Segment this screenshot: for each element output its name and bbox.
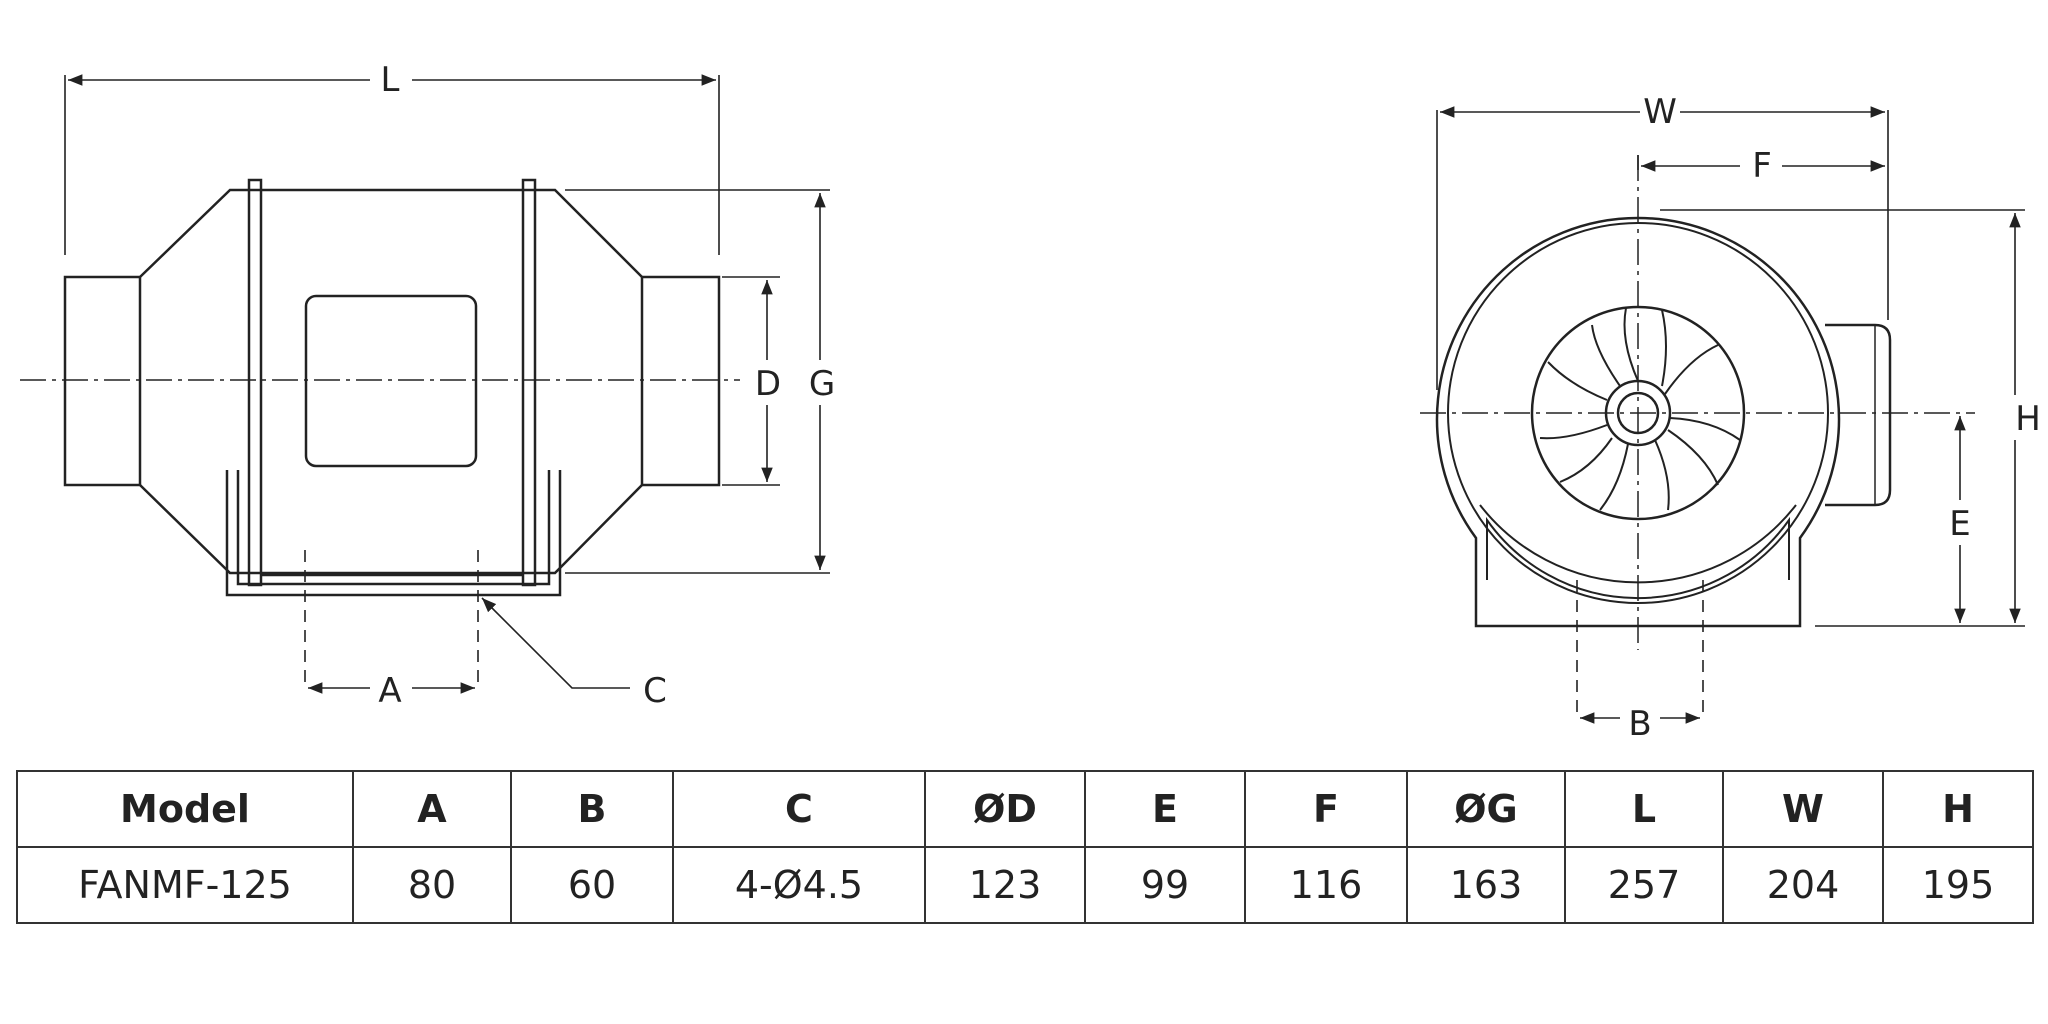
cell-l: 257 (1564, 846, 1724, 924)
technical-drawing: L D G A C (20, 60, 2041, 744)
cell-f: 116 (1244, 846, 1408, 924)
header-d: ØD (924, 770, 1086, 848)
label-L: L (381, 60, 400, 100)
impeller-outer (1530, 305, 1746, 521)
mount-base-plate (225, 470, 562, 597)
label-C: C (643, 671, 667, 711)
front-dimensions (1436, 106, 2025, 724)
hub-inner (1616, 391, 1660, 435)
cell-e: 99 (1084, 846, 1246, 924)
left-duct-collar (63, 275, 142, 487)
label-W: W (1643, 92, 1677, 132)
left-mount-bracket (247, 178, 263, 587)
header-w: W (1722, 770, 1884, 848)
header-l: L (1564, 770, 1724, 848)
header-model: Model (16, 770, 354, 848)
cell-b: 60 (510, 846, 674, 924)
cell-w: 204 (1722, 846, 1884, 924)
cell-h: 195 (1882, 846, 2034, 924)
right-mount-bracket (521, 178, 537, 587)
cell-c: 4-Ø4.5 (672, 846, 926, 924)
right-taper-top (535, 188, 643, 278)
label-G: G (809, 364, 835, 404)
front-view (1420, 155, 1975, 650)
header-e: E (1084, 770, 1246, 848)
label-B: B (1628, 704, 1651, 744)
header-b: B (510, 770, 674, 848)
cell-a: 80 (352, 846, 512, 924)
right-duct-collar (640, 275, 721, 487)
terminal-box (304, 294, 478, 468)
side-dimensions (64, 74, 830, 694)
header-c: C (672, 770, 926, 848)
cell-d: 123 (924, 846, 1086, 924)
cell-model: FANMF-125 (16, 846, 354, 924)
spec-table: Model A B C ØD E F ØG L W H FANMF-125 80… (16, 770, 2034, 924)
table-row: FANMF-125 80 60 4-Ø4.5 123 99 116 163 25… (16, 846, 2034, 924)
right-taper-bottom (535, 484, 643, 575)
side-view (20, 178, 740, 597)
impeller-blades (1539, 307, 1741, 511)
left-taper-top (139, 188, 250, 278)
cell-g: 163 (1406, 846, 1566, 924)
header-f: F (1244, 770, 1408, 848)
header-a: A (352, 770, 512, 848)
label-F: F (1752, 146, 1772, 186)
label-A: A (378, 671, 401, 711)
left-taper-bottom (139, 484, 250, 575)
label-D: D (755, 364, 781, 404)
label-H: H (2015, 399, 2041, 439)
housing-outline (1435, 216, 1841, 628)
label-E: E (1949, 504, 1970, 544)
header-h: H (1882, 770, 2034, 848)
spec-header-row: Model A B C ØD E F ØG L W H (16, 770, 2034, 848)
header-g: ØG (1406, 770, 1566, 848)
front-terminal-box (1825, 323, 1892, 507)
